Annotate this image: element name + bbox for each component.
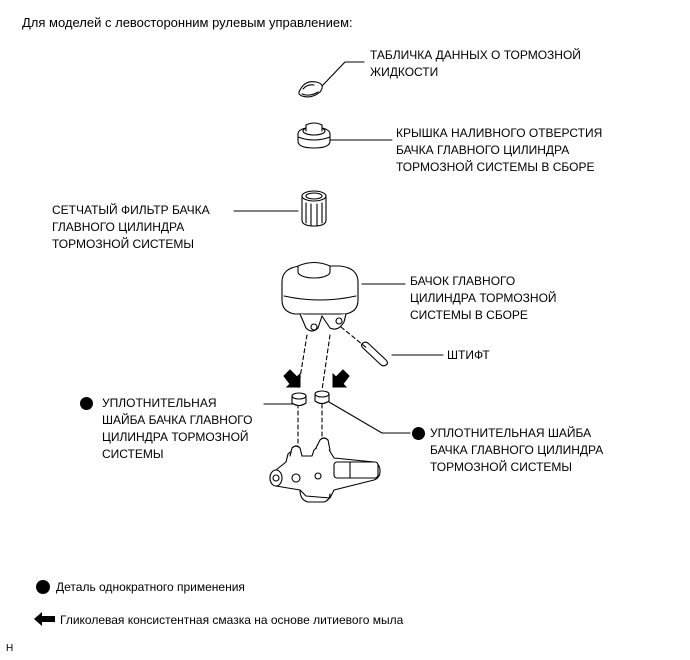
label-filler-cap: КРЫШКА НАЛИВНОГО ОТВЕРСТИЯ БАЧКА ГЛАВНОГ… [396, 126, 603, 174]
label-brake-fluid-plate: ТАБЛИЧКА ДАННЫХ О ТОРМОЗНОЙ ЖИДКОСТИ [370, 48, 581, 79]
master-cylinder [269, 437, 381, 503]
grease-arrow-left-icon [283, 369, 301, 388]
label-pin: ШТИФТ [447, 348, 490, 362]
label-strainer: СЕТЧАТЫЙ ФИЛЬТР БАЧКА ГЛАВНОГО ЦИЛИНДРА … [52, 203, 210, 251]
non-reusable-bullet-icon [36, 580, 50, 594]
brake-fluid-plate [298, 81, 323, 98]
label-grommet-right: УПЛОТНИТЕЛЬНАЯ ШАЙБА БАЧКА ГЛАВНОГО ЦИЛИ… [430, 426, 604, 474]
strainer [301, 190, 327, 227]
grease-arrows [283, 369, 350, 388]
grease-arrow-right-icon [332, 369, 350, 388]
leader-lines [233, 61, 444, 434]
reservoir-assembly [281, 261, 359, 332]
grease-arrow-icon [34, 612, 55, 626]
assembly-guide-lines [297, 326, 369, 469]
label-reservoir: БАЧОК ГЛАВНОГО ЦИЛИНДРА ТОРМОЗНОЙ СИСТЕМ… [410, 274, 557, 322]
pin [360, 341, 389, 367]
non-reusable-bullet-icon [412, 427, 425, 440]
grommet-right [314, 390, 330, 405]
footer-code: H [6, 643, 14, 654]
non-reusable-bullet-icon [80, 397, 93, 410]
legend-non-reusable-label: Деталь однократного применения [56, 580, 245, 594]
legend-grease-label: Гликолевая консистентная смазка на основ… [60, 613, 404, 627]
filler-cap [297, 122, 331, 149]
label-grommet-left: УПЛОТНИТЕЛЬНАЯ ШАЙБА БАЧКА ГЛАВНОГО ЦИЛИ… [102, 396, 253, 461]
page-title: Для моделей с левосторонним рулевым упра… [22, 15, 353, 30]
grommet-left [291, 392, 307, 407]
